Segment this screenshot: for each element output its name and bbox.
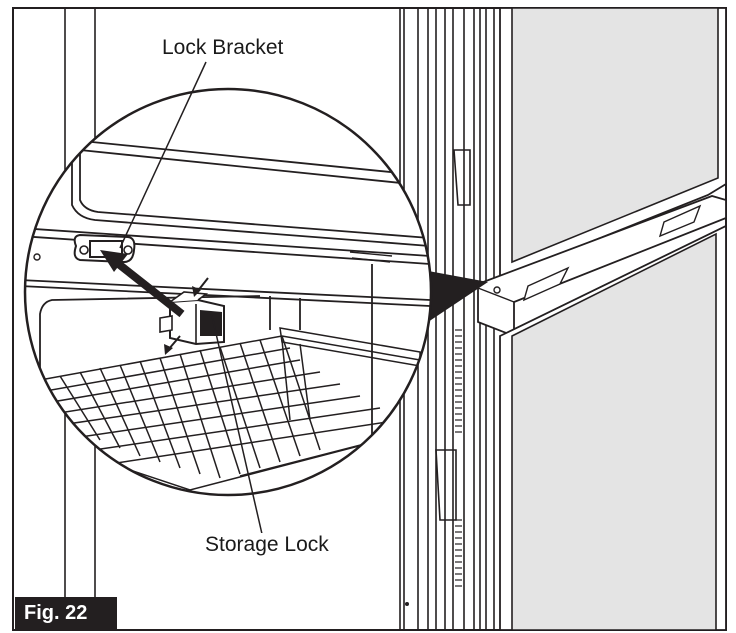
divider-edge — [477, 287, 515, 303]
detail-circle-background — [25, 89, 431, 495]
detail-slot — [349, 251, 393, 263]
upper-door-panel — [511, 7, 719, 264]
press-arrow-bottom — [164, 335, 181, 355]
figure-label: Fig. 22 — [15, 597, 117, 630]
lower-door-panel — [511, 232, 717, 631]
detail-circle-outline — [23, 87, 433, 497]
press-arrow-top — [192, 277, 209, 297]
detail-interior — [39, 264, 373, 490]
storage-lock-label: Storage Lock — [202, 533, 332, 557]
door-handle-notch — [522, 204, 702, 302]
wire-shelf — [39, 327, 421, 491]
lock-bracket — [73, 233, 136, 264]
lock-bracket-leader — [119, 61, 207, 249]
door-vent — [455, 329, 462, 587]
divider-screw — [493, 286, 501, 294]
install-arrow — [100, 250, 185, 318]
screw-hole — [405, 602, 409, 606]
lock-bracket-label: Lock Bracket — [159, 36, 287, 60]
detail-screw-hole — [33, 253, 41, 261]
cabinet-interior — [64, 8, 454, 630]
storage-lock-leader — [211, 315, 263, 535]
